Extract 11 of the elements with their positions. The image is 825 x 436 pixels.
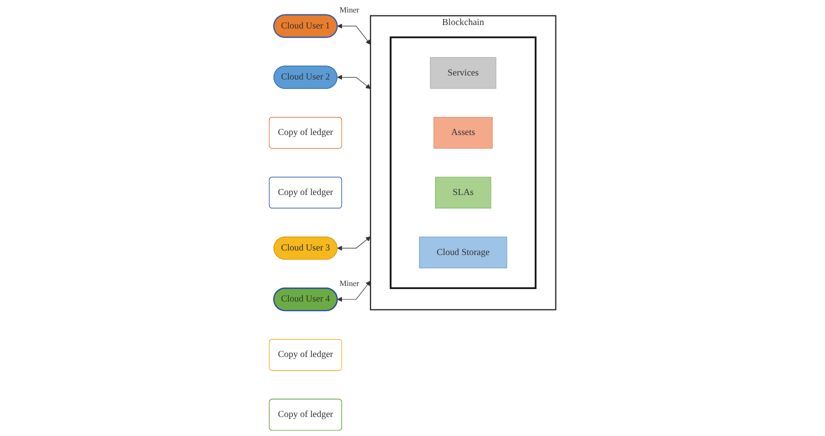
node-box: Assets xyxy=(434,116,493,149)
node-box: SLAs xyxy=(435,176,492,208)
node-caption: Miner xyxy=(339,278,360,288)
node-box: Services xyxy=(430,57,496,89)
node-caption: Miner xyxy=(339,6,360,15)
arrow xyxy=(337,74,371,89)
arrow xyxy=(337,24,371,45)
arrow xyxy=(337,280,371,302)
node-box: Cloud Storage xyxy=(419,236,508,268)
arrow xyxy=(337,236,371,251)
cluster xyxy=(390,36,536,289)
